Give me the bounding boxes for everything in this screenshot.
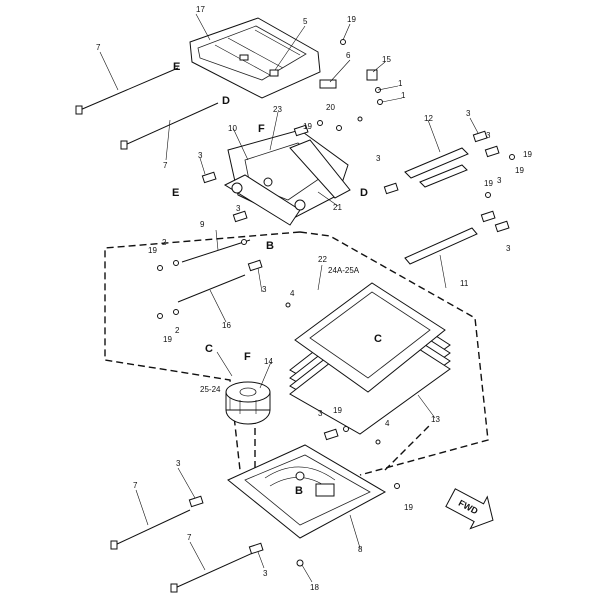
- callout-19-b: 19: [303, 122, 312, 131]
- callout-24a-25a: 24A-25A: [328, 266, 360, 275]
- connection-letters: E D F E D B C C F B: [172, 61, 382, 497]
- callout-20: 20: [326, 103, 335, 112]
- callout-3-f: 3: [506, 244, 511, 253]
- callout-5: 5: [303, 17, 308, 26]
- callout-22: 22: [318, 255, 327, 264]
- callout-3-j: 3: [263, 569, 268, 578]
- callout-3-d: 3: [497, 176, 502, 185]
- callout-4-b: 4: [385, 419, 390, 428]
- callout-3-k: 3: [486, 131, 491, 140]
- fwd-arrow: FWD: [445, 488, 494, 530]
- callout-9: 9: [200, 220, 205, 229]
- callout-18: 18: [310, 583, 319, 592]
- callout-3-i: 3: [176, 459, 181, 468]
- part-11-tube: [404, 227, 478, 265]
- callout-3-b: 3: [198, 151, 203, 160]
- callout-23: 23: [273, 105, 282, 114]
- letter-c-left: C: [205, 343, 213, 355]
- callout-19-e: 19: [148, 246, 157, 255]
- callout-labels: 17 5 19 7 6 15 1 1 23 19 20 12 3 10 7 3 …: [96, 5, 532, 592]
- callout-19-h: 19: [404, 503, 413, 512]
- callout-10: 10: [228, 124, 237, 133]
- letter-b-low: B: [295, 485, 303, 497]
- callout-1: 1: [398, 79, 403, 88]
- callout-7-b: 7: [163, 161, 168, 170]
- callout-19-i: 19: [523, 150, 532, 159]
- callout-6: 6: [346, 51, 351, 60]
- callout-2-b: 2: [175, 326, 180, 335]
- bushings: [188, 69, 510, 555]
- callout-17: 17: [196, 5, 205, 14]
- callout-1-b: 1: [401, 91, 406, 100]
- callout-7-c: 7: [133, 481, 138, 490]
- letter-f-low: F: [244, 351, 251, 363]
- callout-7: 7: [96, 43, 101, 52]
- callout-19: 19: [347, 15, 356, 24]
- callout-14: 14: [264, 357, 273, 366]
- part-14-swivel-unit: [225, 381, 271, 425]
- part-13-bellows: [289, 282, 451, 435]
- callout-13: 13: [431, 415, 440, 424]
- letter-e-mid: E: [172, 187, 179, 199]
- callout-3: 3: [466, 109, 471, 118]
- part-10-scissor-frame: [223, 129, 351, 226]
- callout-8: 8: [358, 545, 363, 554]
- callout-16: 16: [222, 321, 231, 330]
- letter-f-top: F: [258, 123, 265, 135]
- part-8-base-plate: [227, 444, 387, 539]
- part-7-rod-low-b: [170, 551, 256, 593]
- callout-2: 2: [162, 238, 167, 247]
- part-17-adjuster-plate: [189, 17, 321, 99]
- letter-d-mid: D: [360, 187, 368, 199]
- part-7-rod-low-a: [110, 509, 191, 550]
- letter-c-right: C: [374, 333, 382, 345]
- callout-3-e: 3: [236, 204, 241, 213]
- callout-19-d: 19: [484, 179, 493, 188]
- letter-d-top: D: [222, 95, 230, 107]
- part-16-rod: [177, 274, 246, 303]
- part-9-rod: [181, 239, 251, 263]
- letter-b-top: B: [266, 240, 274, 252]
- callout-15: 15: [382, 55, 391, 64]
- callout-3-g: 3: [262, 285, 267, 294]
- callout-21: 21: [333, 203, 342, 212]
- callout-4: 4: [290, 289, 295, 298]
- callout-12: 12: [424, 114, 433, 123]
- callout-11: 11: [460, 279, 469, 288]
- leader-lines: [99, 13, 479, 583]
- fasteners: [157, 39, 515, 567]
- callout-19-g: 19: [333, 406, 342, 415]
- callout-3-c: 3: [376, 154, 381, 163]
- callout-19-c: 19: [515, 166, 524, 175]
- callout-7-d: 7: [187, 533, 192, 542]
- letter-e-top: E: [173, 61, 180, 73]
- callout-3-h: 3: [318, 409, 323, 418]
- part-7-rod-top: [75, 67, 179, 115]
- part-12-tube: [404, 147, 469, 188]
- callout-19-f: 19: [163, 335, 172, 344]
- callout-25-24: 25-24: [200, 385, 221, 394]
- part-7-rod-mid: [120, 102, 219, 150]
